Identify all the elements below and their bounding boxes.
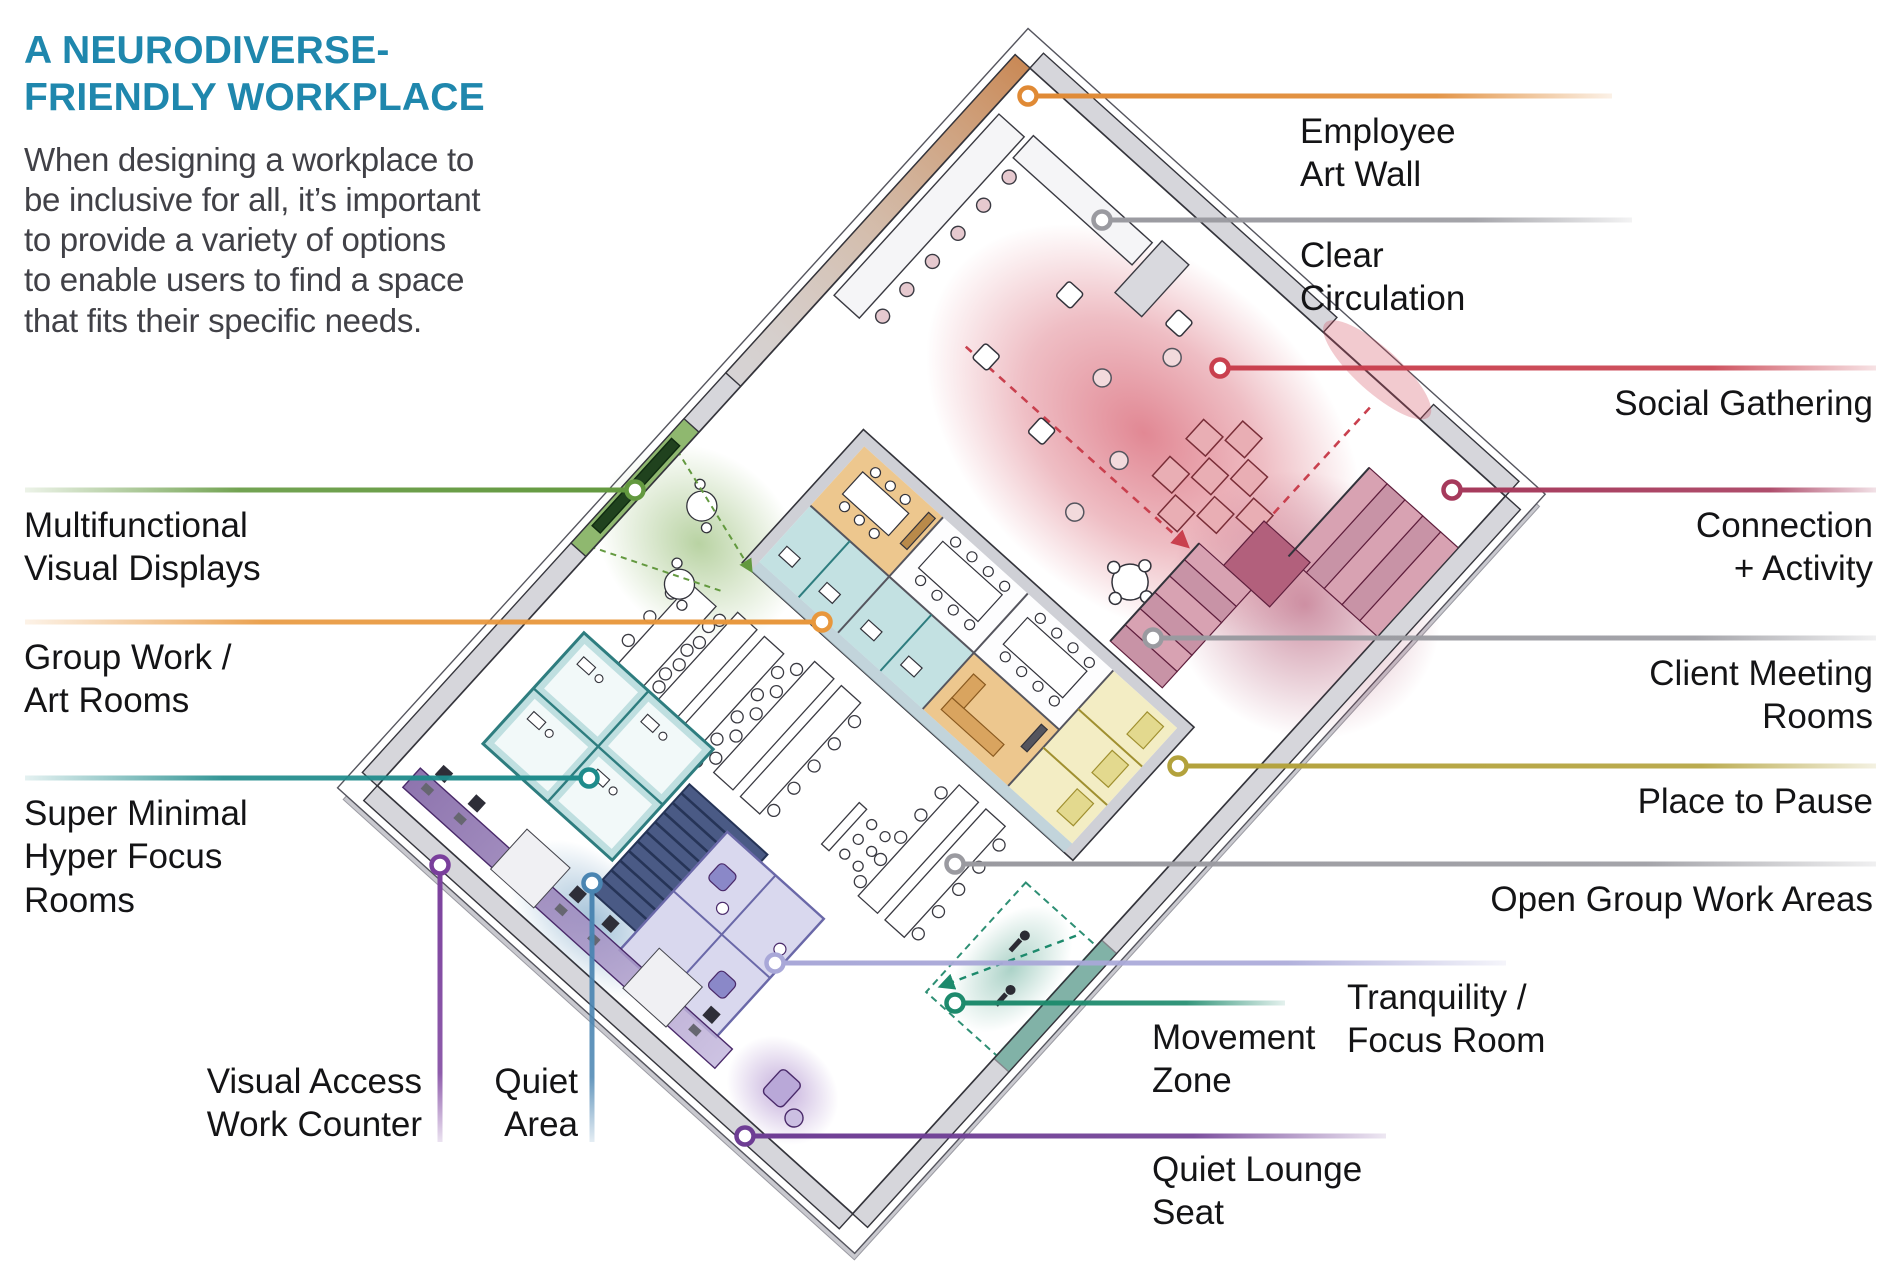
visual-access-work-counter [401, 764, 734, 1070]
label-social-gathering: Social Gathering [1614, 384, 1873, 423]
dot-group-work-art-rooms [811, 611, 833, 633]
label-movement-zone: Movement Zone [1152, 1018, 1316, 1101]
label-clear-circulation: Clear Circulation [1300, 236, 1466, 319]
kitchen-counters [833, 113, 1190, 324]
dot-connection-activity [1441, 479, 1463, 501]
label-group-work-art-rooms: Group Work / Art Rooms [24, 638, 232, 721]
dot-clear-circulation [1091, 209, 1113, 231]
employee-art-wall-gradient [724, 53, 1031, 388]
dot-open-group-work-areas [944, 853, 966, 875]
movement-zone-wall-tint [993, 939, 1118, 1073]
dot-super-minimal-hyper-focus-rooms [578, 767, 600, 789]
quiet-lounge-seat [762, 1069, 804, 1128]
social-gathering-furniture [972, 281, 1275, 606]
label-quiet-lounge-seat: Quiet Lounge Seat [1152, 1150, 1363, 1233]
label-quiet-area: Quiet Area [494, 1062, 578, 1145]
visual-display-tables [589, 449, 753, 611]
dot-social-gathering [1209, 357, 1231, 379]
phone-focus-booths [759, 505, 974, 710]
dot-tranquility-focus-room [764, 952, 786, 974]
central-room-block [741, 428, 1196, 862]
visual-displays-zone-glow [597, 444, 801, 643]
label-visual-access-work-counter: Visual Access Work Counter [206, 1062, 422, 1145]
label-tranquility-focus-room: Tranquility / Focus Room [1347, 978, 1546, 1061]
wall-upper-right-a [1029, 52, 1338, 334]
wall-lower-left [362, 784, 854, 1230]
dot-multifunctional-visual-displays [624, 479, 646, 501]
dot-client-meeting-rooms [1142, 627, 1164, 649]
dot-quiet-area [581, 872, 603, 894]
label-multifunctional-visual-displays: Multifunctional Visual Displays [24, 506, 261, 589]
place-to-pause-booths [1008, 670, 1178, 844]
dot-quiet-lounge-seat [734, 1125, 756, 1147]
dot-visual-access-work-counter [429, 854, 451, 876]
storage-cube-2 [622, 947, 704, 1028]
label-place-to-pause: Place to Pause [1637, 782, 1873, 821]
label-connection-activity: Connection + Activity [1695, 506, 1873, 589]
intro-paragraph: When designing a workplace to be inclusi… [24, 140, 481, 339]
perimeter-walls [361, 52, 1522, 1230]
label-open-group-work-areas: Open Group Work Areas [1490, 880, 1873, 919]
label-employee-art-wall: Employee Art Wall [1300, 112, 1456, 195]
dot-place-to-pause [1167, 755, 1189, 777]
hyper-focus-rooms [480, 630, 716, 863]
dot-movement-zone [944, 992, 966, 1014]
page-title: A NEURODIVERSE- FRIENDLY WORKPLACE [24, 29, 485, 119]
label-client-meeting-rooms: Client Meeting Rooms [1649, 654, 1873, 737]
dot-employee-art-wall [1017, 85, 1039, 107]
storage-cube-1 [489, 828, 571, 909]
group-work-art-room-b [922, 652, 1060, 786]
label-super-minimal-hyper-focus-rooms: Super Minimal Hyper Focus Rooms [24, 794, 248, 920]
